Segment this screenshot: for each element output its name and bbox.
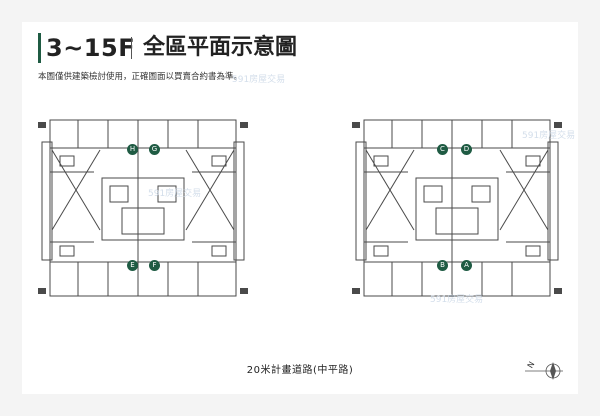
floor-plan-right: [352, 119, 562, 297]
unit-badge: C: [437, 144, 448, 155]
compass-letter: N: [526, 360, 537, 370]
watermark: 591房屋交易: [522, 131, 576, 141]
watermark: 591房屋交易: [232, 75, 286, 85]
compass-icon: N: [523, 356, 565, 390]
unit-badge: A: [461, 260, 472, 271]
floor-plan-left: [38, 119, 248, 297]
watermark: 591房屋交易: [430, 295, 484, 305]
unit-badge: G: [149, 144, 160, 155]
watermark: 591房屋交易: [148, 189, 202, 199]
title-divider: [131, 37, 132, 59]
unit-badge: B: [437, 260, 448, 271]
road-label: 20米計畫道路(中平路): [246, 365, 354, 376]
unit-badge: E: [127, 260, 138, 271]
unit-badge: F: [149, 260, 160, 271]
unit-badge: D: [461, 144, 472, 155]
unit-badge: H: [127, 144, 138, 155]
floor-range: 3~15F: [46, 34, 136, 62]
page-title: 全區平面示意圖: [143, 35, 298, 60]
page-card: [22, 22, 578, 394]
disclaimer-text: 本圖僅供建築檢討使用，正確圖面以買賣合約書為準。: [38, 72, 243, 82]
title-accent-bar: [38, 33, 41, 63]
